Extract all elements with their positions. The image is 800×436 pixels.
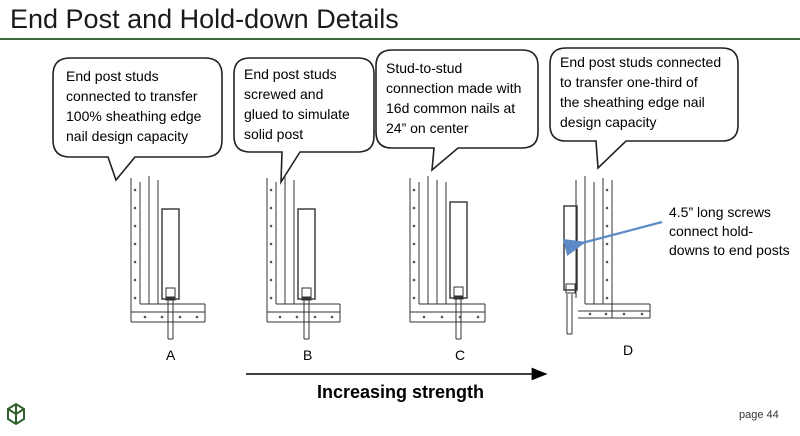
building-logo-icon [7, 402, 25, 426]
bubble-b [233, 57, 375, 185]
bubble-a [52, 57, 223, 182]
title-rule [0, 38, 800, 40]
figure-b [266, 176, 341, 340]
screws-note: 4.5” long screws connect hold- downs to … [669, 204, 790, 258]
note-arrow [562, 220, 663, 256]
bubble-d-text: End post studs connected to transfer one… [560, 54, 722, 130]
strength-label: Increasing strength [317, 382, 485, 402]
figure-label-d: D [623, 342, 634, 358]
figure-d [563, 176, 651, 335]
figure-label-c: C [455, 347, 466, 363]
bubble-c-text: Stud-to-stud connection made with 16d co… [386, 60, 522, 136]
page-number: page 44 [739, 409, 779, 421]
bubble-b-text: End post studs screwed and glued to simu… [244, 66, 350, 142]
bubble-d [549, 47, 739, 170]
figure-label-a: A [166, 347, 176, 363]
page-title: End Post and Hold-down Details [10, 4, 399, 34]
figure-c [409, 176, 486, 340]
figure-a [130, 176, 206, 340]
figure-label-b: B [303, 347, 313, 363]
bubble-c [375, 49, 539, 172]
bubble-a-text: End post studs connected to transfer 100… [66, 68, 202, 144]
